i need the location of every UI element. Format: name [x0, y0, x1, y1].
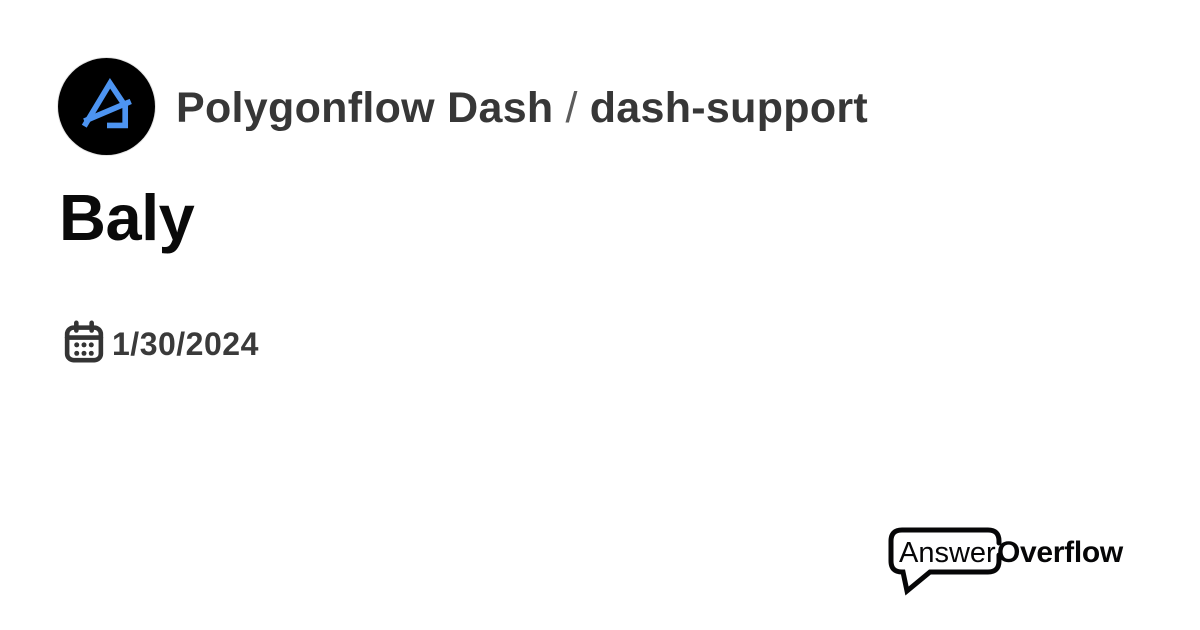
brand-word-answer: Answer [899, 537, 996, 569]
server-avatar [58, 58, 155, 155]
brand-word-overflow: Overflow [997, 536, 1123, 569]
breadcrumb-separator: / [565, 84, 578, 132]
post-date: 1/30/2024 [112, 326, 259, 362]
channel-name: dash-support [589, 84, 869, 132]
answeroverflow-logo: Answer Overflow [886, 524, 1186, 604]
polygonflow-logo-icon [81, 77, 132, 129]
post-title: Baly [59, 181, 195, 254]
calendar-icon [64, 320, 104, 363]
breadcrumb: Polygonflow Dash/dash-support [176, 87, 868, 130]
speech-bubble-icon [888, 527, 1002, 596]
community-name: Polygonflow Dash [176, 84, 554, 132]
